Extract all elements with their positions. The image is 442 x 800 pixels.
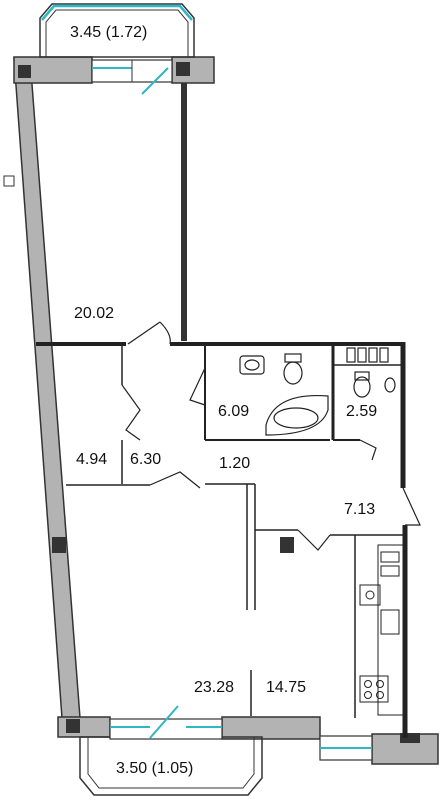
bottom-door-swing <box>149 705 179 739</box>
column <box>400 733 420 743</box>
top-balcony: 3.45 (1.72) <box>39 3 195 58</box>
washer-closet <box>346 347 389 363</box>
bathroom-area: 6.09 <box>218 403 249 420</box>
bedroom-partition <box>181 83 187 341</box>
entrance-door <box>402 487 421 526</box>
balcony-door-swing <box>141 67 169 95</box>
kitchen-fixtures <box>359 544 404 716</box>
wall-stub-left <box>3 175 15 187</box>
interior-walls <box>36 83 408 738</box>
storage-area: 4.94 <box>76 451 107 468</box>
top-balcony-inner <box>45 9 189 58</box>
top-window <box>91 59 173 95</box>
top-balcony-area: 3.45 (1.72) <box>70 24 147 41</box>
left-outer-wall <box>13 57 81 719</box>
top-balcony-glazing <box>41 4 193 21</box>
stove <box>359 675 389 703</box>
corridor-door <box>297 529 331 551</box>
column <box>280 537 294 553</box>
toilet-door <box>359 439 377 461</box>
bottom-balcony-area: 3.50 (1.05) <box>116 760 193 777</box>
bottom-balcony-inner <box>87 736 255 789</box>
sink <box>239 355 265 375</box>
room-labels: 20.02 6.09 2.59 4.94 6.30 1.20 7.13 23.2… <box>74 305 377 696</box>
corridor-area: 7.13 <box>344 501 375 518</box>
dressing-door <box>121 384 141 441</box>
column <box>18 65 31 78</box>
doors <box>121 321 421 551</box>
bottom-windows <box>109 705 373 761</box>
kitchen-area: 14.75 <box>266 679 306 696</box>
column <box>176 62 190 76</box>
bottom-wall-mid <box>221 716 321 740</box>
toilet-area: 2.59 <box>346 403 377 420</box>
bottom-balcony: 3.50 (1.05) <box>79 736 263 796</box>
bottom-balcony-outline <box>79 736 263 796</box>
top-balcony-outline <box>39 3 195 58</box>
column <box>66 719 80 733</box>
columns <box>18 62 420 743</box>
hall-door <box>149 471 201 489</box>
column <box>52 537 66 553</box>
living-room-area: 23.28 <box>194 679 234 696</box>
hall-area: 1.20 <box>219 455 250 472</box>
bedroom-door <box>127 321 171 345</box>
dressing-area: 6.30 <box>130 451 161 468</box>
kitchen-sink <box>359 584 381 606</box>
bedroom-area: 20.02 <box>74 305 114 322</box>
bottom-wall-left <box>57 716 111 738</box>
bathroom-door <box>189 367 206 406</box>
kitchen-counter <box>377 544 404 716</box>
bathtub <box>265 394 329 436</box>
toilet-bowl <box>284 353 302 363</box>
bathroom-fixtures <box>239 347 396 436</box>
toilet-2 <box>354 371 370 381</box>
